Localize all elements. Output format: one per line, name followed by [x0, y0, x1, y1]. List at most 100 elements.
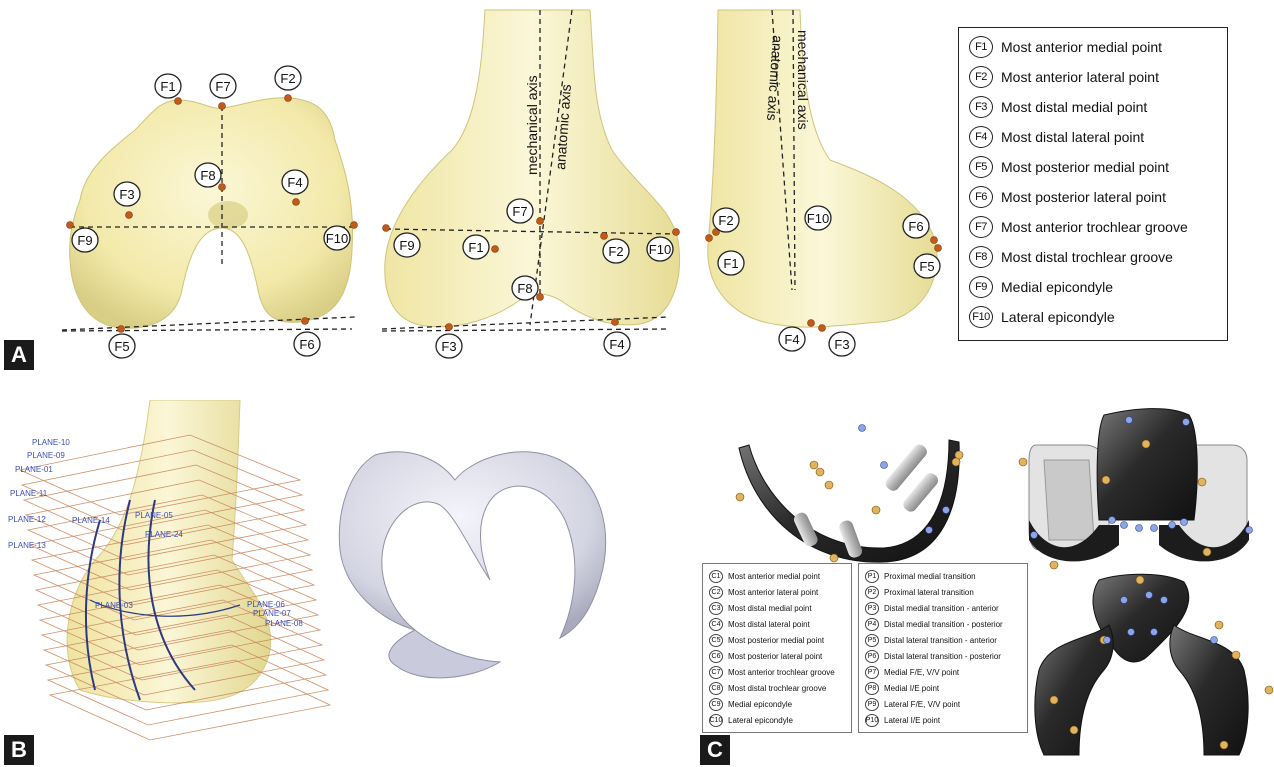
landmark-label-f1: F1 [155, 74, 181, 98]
landmark-dot [601, 233, 608, 240]
implant-marker [816, 468, 824, 476]
legend-a-label: Most distal trochlear groove [1001, 249, 1173, 265]
svg-text:F9: F9 [77, 233, 92, 248]
legend-a-code: F9 [969, 276, 993, 298]
landmark-dot [931, 237, 938, 244]
panel-a-figure: mechanical axis anatomic axis anatomic a… [0, 0, 950, 380]
plane-label: PLANE-14 [72, 516, 110, 525]
legend-a-code: F2 [969, 66, 993, 88]
landmark-label-f1: F1 [718, 251, 744, 275]
landmark-label-f8: F8 [195, 163, 221, 187]
implant-marker [1183, 419, 1190, 426]
landmark-dot [293, 199, 300, 206]
implant-marker [1181, 519, 1188, 526]
landmark-label-f8: F8 [512, 276, 538, 300]
implant-marker [859, 425, 866, 432]
legend-c-label: Most distal lateral point [728, 620, 810, 629]
legend-c-code: C8 [709, 682, 723, 695]
legend-a-label: Medial epicondyle [1001, 279, 1113, 295]
legend-p-label: Distal medial transition - posterior [884, 620, 1003, 629]
panel-b-figure: PLANE-10PLANE-09PLANE-01PLANE-11PLANE-12… [0, 400, 690, 760]
legend-p: P1Proximal medial transitionP2Proximal l… [858, 563, 1028, 733]
svg-text:F2: F2 [280, 71, 295, 86]
implant-marker [1136, 525, 1143, 532]
legend-a-code: F6 [969, 186, 993, 208]
plane-label: PLANE-03 [95, 601, 133, 610]
plane-label: PLANE-24 [145, 530, 183, 539]
svg-text:F3: F3 [441, 339, 456, 354]
landmark-dot [706, 235, 713, 242]
implant-marker [1121, 597, 1128, 604]
panel-label-a: A [4, 340, 34, 370]
landmark-dot [302, 318, 309, 325]
svg-text:F1: F1 [723, 256, 738, 271]
svg-text:F6: F6 [908, 219, 923, 234]
legend-p-code: P1 [865, 570, 879, 583]
implant-marker [1142, 440, 1150, 448]
landmark-label-f6: F6 [294, 332, 320, 356]
landmark-label-f4: F4 [779, 327, 805, 351]
implant-marker [1104, 637, 1111, 644]
landmark-dot [383, 225, 390, 232]
landmark-label-f10: F10 [324, 226, 350, 250]
svg-text:F10: F10 [649, 242, 671, 257]
svg-text:F7: F7 [215, 79, 230, 94]
legend-a-label: Lateral epicondyle [1001, 309, 1115, 325]
implant-marker [1161, 597, 1168, 604]
svg-text:F10: F10 [326, 231, 348, 246]
legend-a-item: F9 Medial epicondyle [969, 276, 1113, 298]
legend-a-label: Most distal medial point [1001, 99, 1147, 115]
landmark-dot [285, 95, 292, 102]
implant-distal-view [1035, 574, 1248, 755]
legend-p-code: P5 [865, 634, 879, 647]
implant-marker [1050, 561, 1058, 569]
implant-marker [1136, 576, 1144, 584]
landmark-dot [126, 212, 133, 219]
legend-a-label: Most anterior lateral point [1001, 69, 1159, 85]
svg-text:F5: F5 [919, 259, 934, 274]
legend-c-item: C4Most distal lateral point [709, 617, 810, 631]
landmark-dot [219, 103, 226, 110]
landmark-label-f3: F3 [114, 182, 140, 206]
implant-marker [825, 481, 833, 489]
landmark-dot [175, 98, 182, 105]
implant-marker [926, 527, 933, 534]
implant-marker [1246, 527, 1253, 534]
landmark-label-f1: F1 [463, 235, 489, 259]
legend-c-label: Most posterior medial point [728, 636, 824, 645]
femur-view-1 [62, 98, 355, 331]
legend-p-item: P8Medial I/E point [865, 681, 939, 695]
femur-view-3: anatomic axis mechanical axis [708, 10, 937, 327]
legend-c-code: C3 [709, 602, 723, 615]
implant-marker [1070, 726, 1078, 734]
legend-a-item: F2 Most anterior lateral point [969, 66, 1159, 88]
insert-shell [339, 452, 605, 678]
svg-text:F8: F8 [200, 168, 215, 183]
legend-p-label: Lateral F/E, V/V point [884, 700, 960, 709]
implant-marker [830, 554, 838, 562]
implant-marker [736, 493, 744, 501]
plane-label: PLANE-09 [27, 451, 65, 460]
landmark-dot [67, 222, 74, 229]
svg-text:F4: F4 [287, 175, 302, 190]
landmark-dot [935, 245, 942, 252]
legend-a-code: F5 [969, 156, 993, 178]
plane-label: PLANE-11 [10, 489, 48, 498]
landmark-label-f2: F2 [713, 208, 739, 232]
legend-c-code: C5 [709, 634, 723, 647]
legend-p-code: P6 [865, 650, 879, 663]
legend-c-code: C2 [709, 586, 723, 599]
implant-marker [1109, 517, 1116, 524]
landmark-dot [446, 324, 453, 331]
legend-c-code: C10 [709, 714, 723, 727]
plane-label: PLANE-07 [253, 609, 291, 618]
legend-p-label: Proximal lateral transition [884, 588, 974, 597]
legend-p-code: P3 [865, 602, 879, 615]
svg-text:F3: F3 [834, 337, 849, 352]
legend-p-label: Proximal medial transition [884, 572, 976, 581]
landmark-dot [118, 326, 125, 333]
svg-text:F6: F6 [299, 337, 314, 352]
mechanical-axis-label: mechanical axis [524, 75, 540, 175]
implant-marker [1050, 696, 1058, 704]
